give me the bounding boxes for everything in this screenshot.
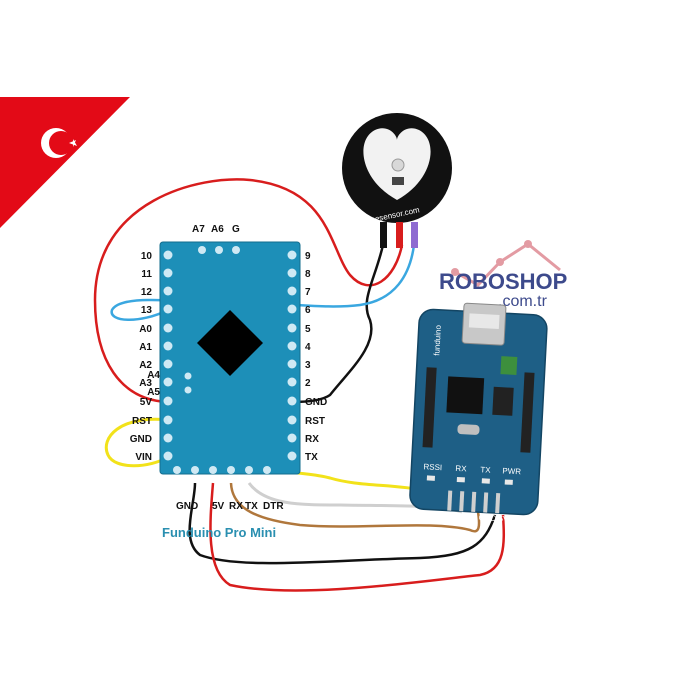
pin-label-a6: A6: [211, 224, 224, 235]
pro-mini-board: [159, 241, 301, 475]
turkish-flag-corner: [0, 97, 130, 228]
pin-label: RST: [132, 416, 152, 427]
pin-label-a5: A5: [147, 387, 160, 398]
pin-label: 13: [141, 305, 153, 316]
pin-label: 6: [305, 305, 311, 316]
board-title: Funduino Pro Mini: [162, 525, 276, 540]
pin-label-a7: A7: [192, 224, 205, 235]
pin-label-5v: 5V: [212, 501, 225, 512]
pin-label: 3: [305, 360, 311, 371]
pin-label-tx: TX: [245, 501, 258, 512]
pin-label: 10: [141, 251, 153, 262]
logo-roboshop-text: ROBOSHOP: [439, 269, 567, 294]
pin-label: A0: [139, 324, 152, 335]
pin-label-dtr: DTR: [263, 501, 284, 512]
pin-label: GND: [305, 397, 327, 408]
pin-label: 9: [305, 251, 311, 262]
pin-label: 8: [305, 269, 311, 280]
led-label-rssi: RSSI: [423, 462, 442, 472]
pin-label: A2: [139, 360, 152, 371]
led-label-rx: RX: [455, 464, 467, 474]
logo-com-text: .com.tr: [498, 293, 548, 310]
pin-label: VIN: [135, 452, 152, 463]
wire-black-sensor: [291, 244, 385, 404]
pin-label: A1: [139, 342, 152, 353]
pin-label: A3: [139, 378, 152, 389]
xbee-brand-text: funduino: [432, 324, 443, 356]
pin-label: RX: [305, 434, 319, 445]
pin-label: TX: [305, 452, 318, 463]
pulse-sensor: pulsesensor.com: [342, 113, 452, 248]
pin-label: 7: [305, 287, 311, 298]
roboshop-logo: ROBOSHOP .com.tr: [439, 240, 567, 310]
bottom-pin-labels: GND 5V RX TX DTR: [176, 501, 284, 512]
pin-label: 5V: [140, 397, 153, 408]
pin-label-gnd: GND: [176, 501, 198, 512]
pin-label: 11: [141, 269, 152, 280]
microcontroller-chip: [197, 310, 263, 376]
header-label: RST RX TX GND 5V: [435, 511, 510, 524]
pin-label-rx: RX: [229, 501, 243, 512]
pin-label: RST: [305, 416, 325, 427]
pin-label: GND: [130, 434, 152, 445]
pin-label-a4: A4: [147, 370, 160, 381]
wire-brown-rx: [229, 482, 481, 533]
left-pin-labels: 10 11 12 13 A0 A1 A2 A3 5V RST GND VIN A…: [130, 251, 161, 463]
pin-label: 5: [305, 324, 311, 335]
wire-black-gnd: [188, 482, 497, 565]
wire-red-sensor: [93, 178, 404, 404]
right-pin-labels: 9 8 7 6 5 4 3 2 GND RST RX TX: [305, 251, 327, 463]
pin-label: 2: [305, 378, 311, 389]
xbee-usb-adapter: funduino RSSI RX TX PWR RST RX TX GND 5V: [409, 302, 548, 524]
led-label-pwr: PWR: [502, 466, 521, 476]
pin-label-g: G: [232, 224, 240, 235]
pin-label: 4: [305, 342, 311, 353]
pin-label: 12: [141, 287, 153, 298]
wire-red-5v: [209, 482, 506, 592]
led-label-tx: TX: [480, 465, 491, 475]
